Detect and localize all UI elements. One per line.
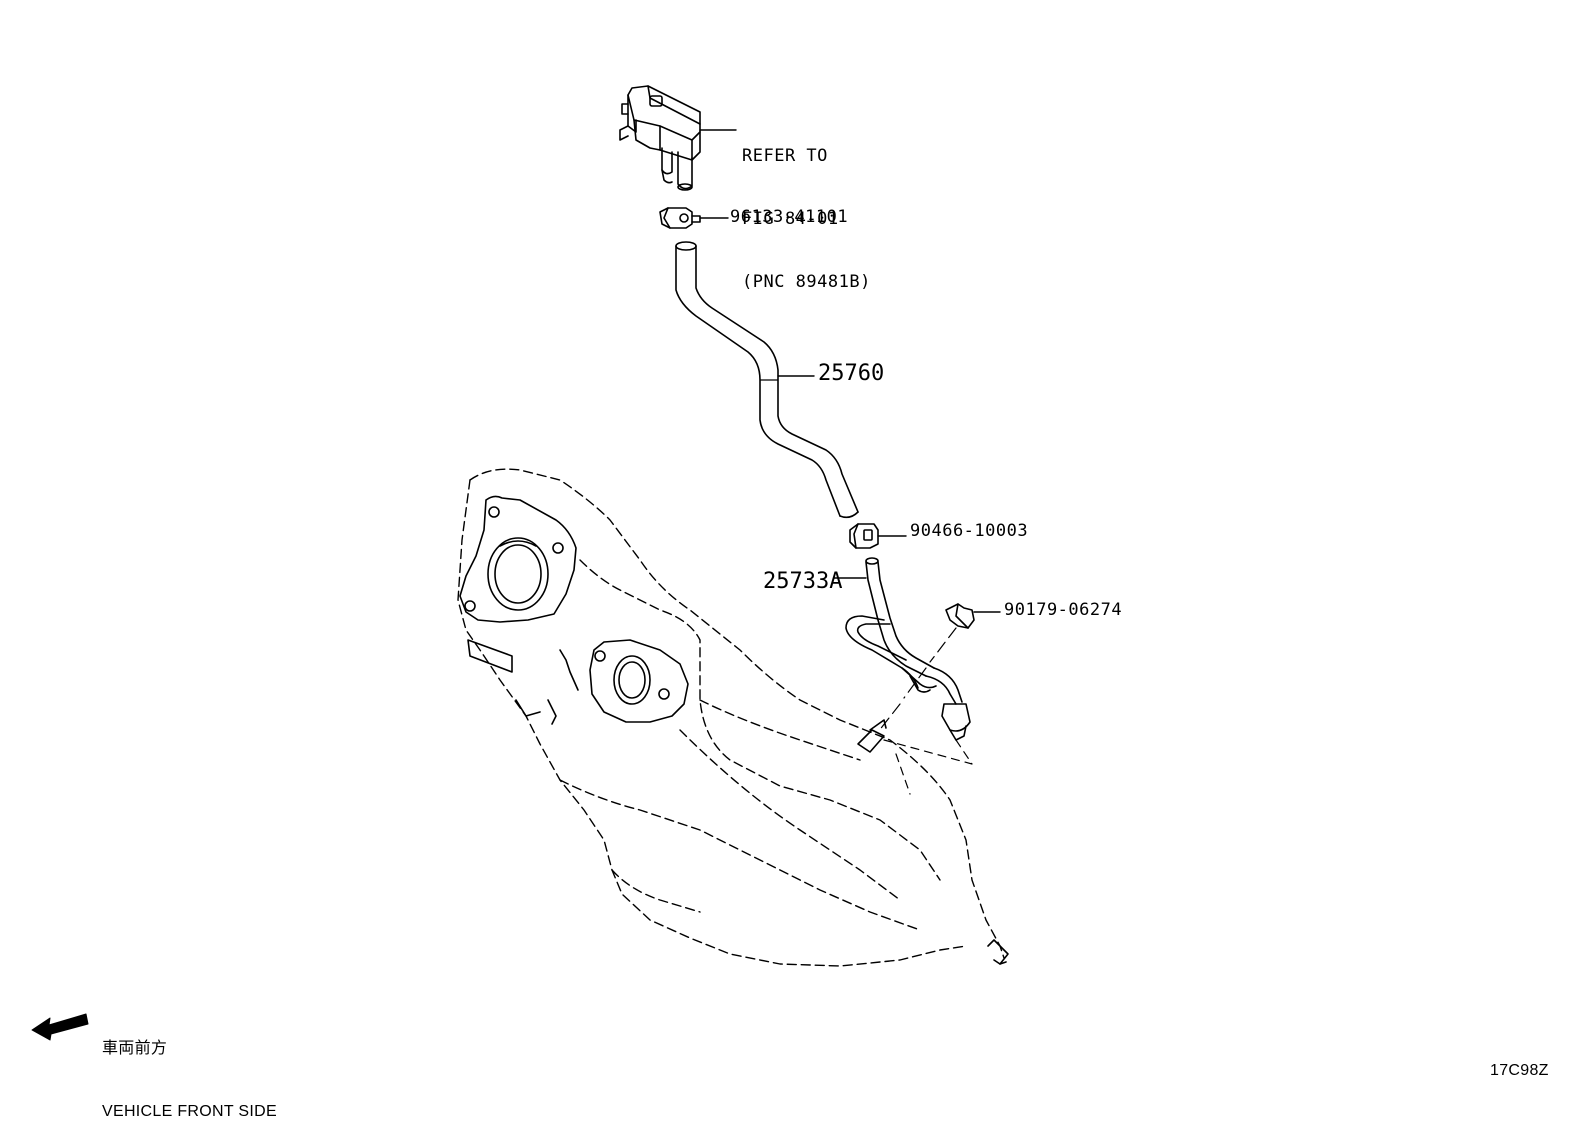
exhaust-manifold-outline	[457, 468, 1005, 967]
callout-pipe: 25733A	[763, 569, 843, 594]
pressure-sensor-drawing	[619, 85, 737, 191]
figure-code: 17C98Z	[1490, 1062, 1549, 1079]
upper-clip-drawing	[659, 207, 729, 229]
callout-clip-lower: 90466-10003	[910, 521, 1029, 541]
tank-stub-drawing	[857, 719, 973, 795]
reference-note-line2: FIG 84-01	[742, 209, 839, 229]
arrow-left-icon	[31, 1013, 89, 1041]
clamp-drawing	[877, 603, 1001, 733]
callout-clamp: 90179-06274	[1004, 600, 1123, 620]
reference-note-line3: (PNC 89481B)	[742, 272, 871, 292]
pipe-drawing	[833, 557, 971, 741]
flange-left-drawing	[459, 495, 577, 717]
callout-hose: 25760	[818, 361, 885, 386]
callout-clip-upper: 96133-41101	[730, 207, 849, 227]
hose-drawing	[675, 241, 859, 519]
front-direction-english: VEHICLE FRONT SIDE	[102, 1103, 277, 1120]
parts-diagram	[31, 85, 1009, 1041]
front-direction-note: 車両前方 VEHICLE FRONT SIDE	[102, 996, 277, 1143]
reference-note-line1: REFER TO	[742, 146, 828, 166]
front-direction-japanese: 車両前方	[102, 1040, 168, 1057]
tank-tail-drawing	[987, 939, 1009, 965]
flange-center-drawing	[547, 639, 689, 725]
reference-note: REFER TO FIG 84-01 (PNC 89481B)	[742, 104, 871, 314]
lower-clip-drawing	[849, 523, 907, 549]
